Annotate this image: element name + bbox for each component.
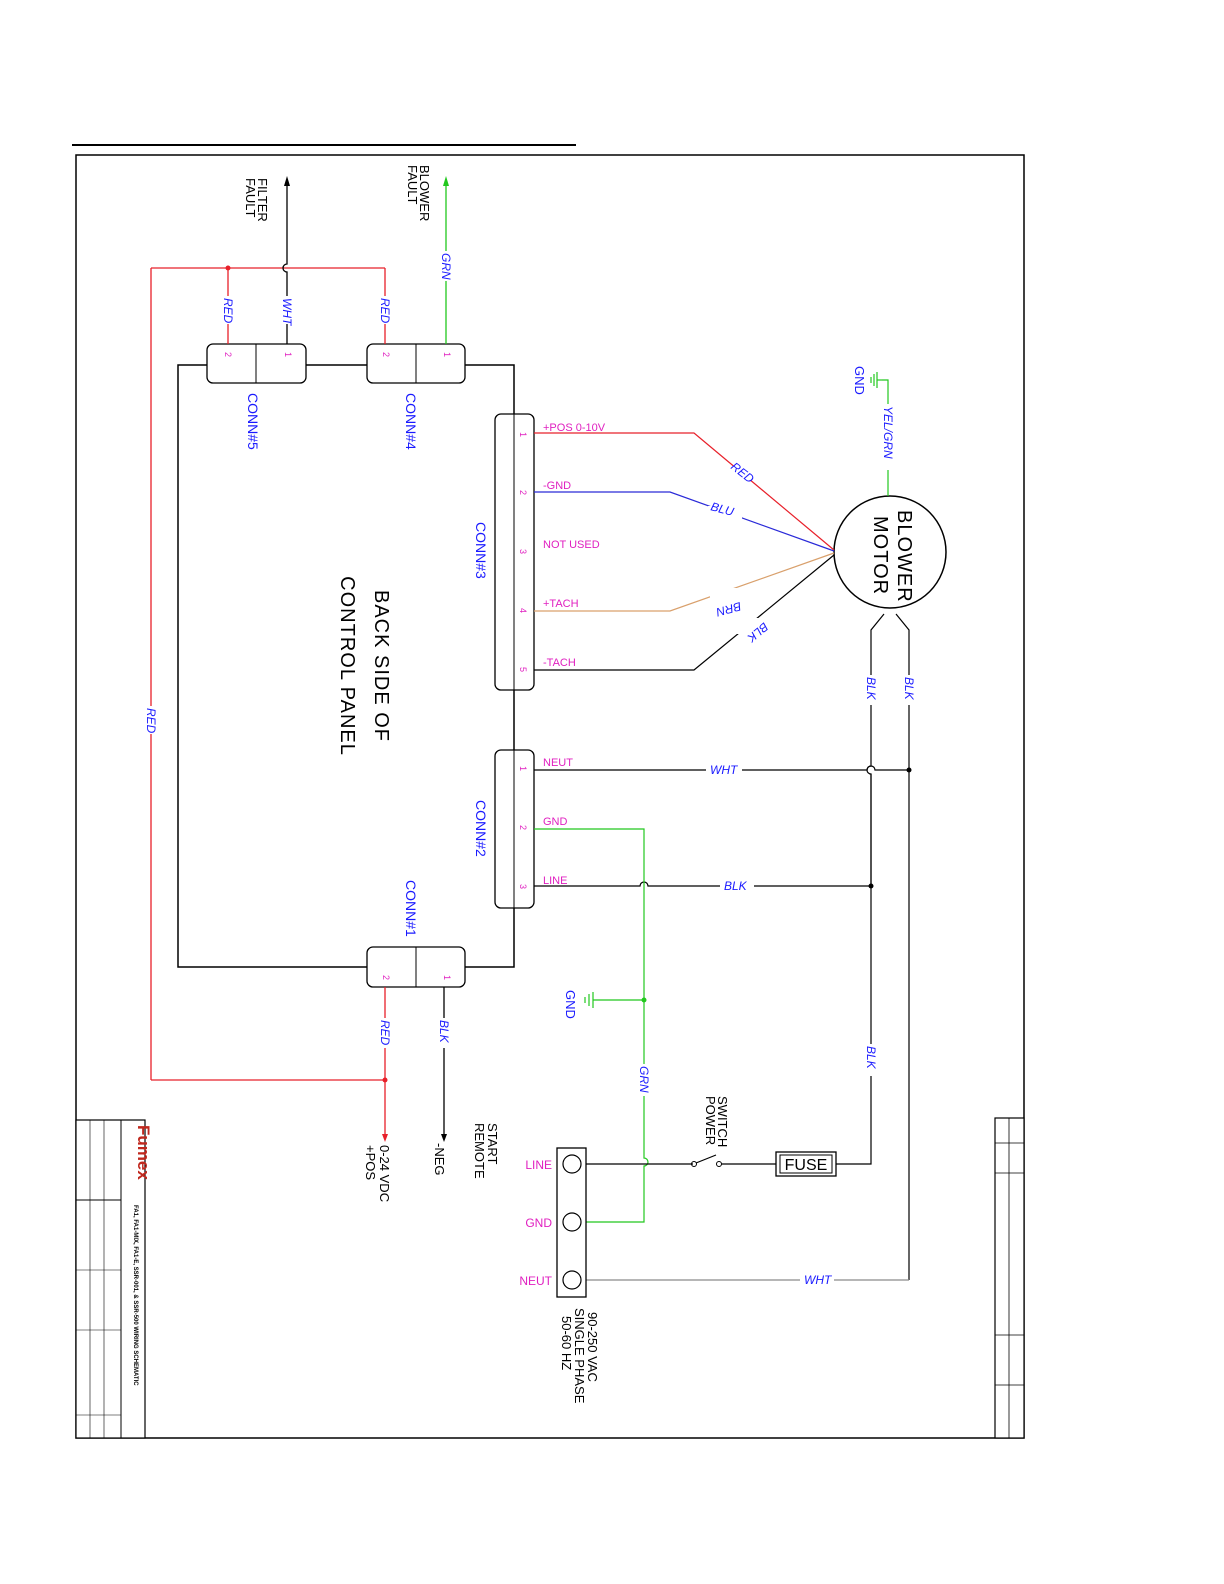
svg-text:SINGLE PHASE: SINGLE PHASE: [572, 1308, 587, 1404]
brand-logo: Fumex: [134, 1125, 153, 1180]
conn4-pin-1: 1: [442, 352, 452, 357]
svg-text:WHT: WHT: [804, 1273, 833, 1287]
terminal-line-label: LINE: [525, 1158, 552, 1172]
svg-text:3: 3: [518, 549, 528, 554]
conn5-pin-2: 2: [223, 352, 233, 357]
svg-text:FILTER: FILTER: [255, 178, 270, 222]
svg-text:BRN: BRN: [714, 599, 742, 619]
conn3-label: CONN#3: [473, 522, 489, 579]
svg-text:FAULT: FAULT: [243, 178, 258, 218]
conn3-signal-2: -GND: [543, 480, 571, 492]
fuse: FUSE: [775, 1151, 837, 1177]
motor-leads: RED BLU BRN BLK: [534, 432, 835, 671]
power-wiring: WHT BLK GND GRN BLK WHT: [534, 763, 909, 1287]
svg-text:MOTOR: MOTOR: [869, 516, 891, 595]
drawing-title: FA1, FA1-MIX, FA1-E, SSR-001, & SSR-500 …: [132, 1205, 138, 1386]
svg-text:RED: RED: [221, 298, 235, 324]
conn3: 1 2 3 4 5 CONN#3 +POS 0-10V -GND NOT USE…: [473, 413, 606, 691]
conn5-pin-1: 1: [283, 352, 293, 357]
svg-text:+POS: +POS: [363, 1145, 378, 1180]
conn1-pin-2: 2: [381, 975, 391, 980]
svg-text:3: 3: [518, 884, 528, 889]
svg-text:0-24 VDC: 0-24 VDC: [377, 1145, 392, 1202]
blower-fault-label: BLOWER FAULT: [405, 165, 432, 221]
svg-text:1: 1: [518, 432, 528, 437]
conn2-label: CONN#2: [473, 800, 489, 857]
remote-wiring: RED BLK +POS 0-24 VDC -NEG REMOTE START: [151, 987, 500, 1202]
svg-text:RED: RED: [378, 298, 392, 324]
conn4-pin-2: 2: [381, 352, 391, 357]
svg-text:FUSE: FUSE: [785, 1157, 828, 1174]
svg-text:FAULT: FAULT: [405, 165, 420, 205]
fault-wiring: [150, 176, 449, 1080]
svg-text:BLOWER: BLOWER: [417, 165, 432, 221]
svg-text:BLU: BLU: [709, 499, 735, 519]
conn4: 2 1 CONN#4: [366, 343, 466, 450]
svg-text:POWER: POWER: [703, 1096, 718, 1145]
conn1-pin-1: 1: [442, 975, 452, 980]
title-block: Fumex FA1, FA1-MIX, FA1-E, SSR-001, & SS…: [75, 1119, 153, 1439]
svg-text:GRN: GRN: [439, 253, 453, 280]
svg-text:50-60 HZ: 50-60 HZ: [559, 1316, 574, 1370]
svg-text:RED: RED: [378, 1020, 392, 1046]
svg-text:WHT: WHT: [710, 763, 739, 777]
svg-text:WHT: WHT: [280, 298, 294, 327]
terminal-neut-label: NEUT: [519, 1274, 552, 1288]
svg-text:CONTROL PANEL: CONTROL PANEL: [336, 576, 358, 756]
svg-text:SWITCH: SWITCH: [715, 1096, 730, 1147]
conn5-label: CONN#5: [245, 393, 261, 450]
svg-text:GRN: GRN: [637, 1066, 651, 1093]
blower-motor: BLOWER MOTOR: [833, 495, 947, 609]
svg-text:BLK: BLK: [437, 1020, 451, 1044]
svg-text:-NEG: -NEG: [432, 1143, 447, 1176]
svg-text:GND: GND: [852, 366, 867, 395]
svg-text:5: 5: [518, 667, 528, 672]
svg-text:BLK: BLK: [902, 677, 916, 701]
motor-power-leads: BLK BLK: [864, 613, 916, 1280]
svg-text:BLK: BLK: [864, 1046, 878, 1070]
conn3-signal-3: NOT USED: [543, 539, 600, 551]
svg-text:BLK: BLK: [724, 879, 748, 893]
conn1-label: CONN#1: [403, 880, 419, 937]
svg-text:90-250 VAC: 90-250 VAC: [585, 1312, 600, 1382]
conn4-label: CONN#4: [403, 393, 419, 450]
revision-block: [994, 1117, 1025, 1439]
svg-text:YEL/GRN: YEL/GRN: [881, 406, 895, 459]
conn3-signal-4: +TACH: [543, 598, 579, 610]
conn2-signal-1: NEUT: [543, 757, 573, 769]
svg-text:4: 4: [518, 608, 528, 613]
power-switch: POWER SWITCH: [703, 1096, 730, 1147]
conn1: 2 1 CONN#1: [366, 880, 466, 988]
conn3-signal-5: -TACH: [543, 657, 576, 669]
conn5: 2 1 CONN#5: [206, 343, 307, 450]
svg-text:2: 2: [518, 825, 528, 830]
terminal-gnd-label: GND: [525, 1216, 552, 1230]
svg-text:2: 2: [518, 490, 528, 495]
svg-text:RED: RED: [144, 708, 158, 734]
svg-text:BLK: BLK: [864, 677, 878, 701]
panel-title: BACK SIDE OF CONTROL PANEL: [336, 576, 392, 756]
svg-text:START: START: [485, 1123, 500, 1164]
conn3-signal-1: +POS 0-10V: [543, 422, 606, 434]
conn2-signal-3: LINE: [543, 875, 567, 887]
svg-text:REMOTE: REMOTE: [472, 1123, 487, 1179]
svg-text:1: 1: [518, 766, 528, 771]
svg-text:BLOWER: BLOWER: [893, 510, 915, 603]
filter-fault-label: FILTER FAULT: [243, 178, 270, 222]
conn2-signal-2: GND: [543, 816, 568, 828]
terminal-block: LINE GND NEUT 90-250 VAC SINGLE PHASE 50…: [519, 1147, 600, 1404]
svg-text:GND: GND: [563, 990, 578, 1019]
drawing-frame: [75, 154, 1025, 1439]
top-wire-labels: RED WHT RED GRN RED: [144, 251, 453, 734]
svg-text:BACK SIDE OF: BACK SIDE OF: [370, 590, 392, 742]
motor-ground: GND YEL/GRN: [852, 366, 895, 496]
